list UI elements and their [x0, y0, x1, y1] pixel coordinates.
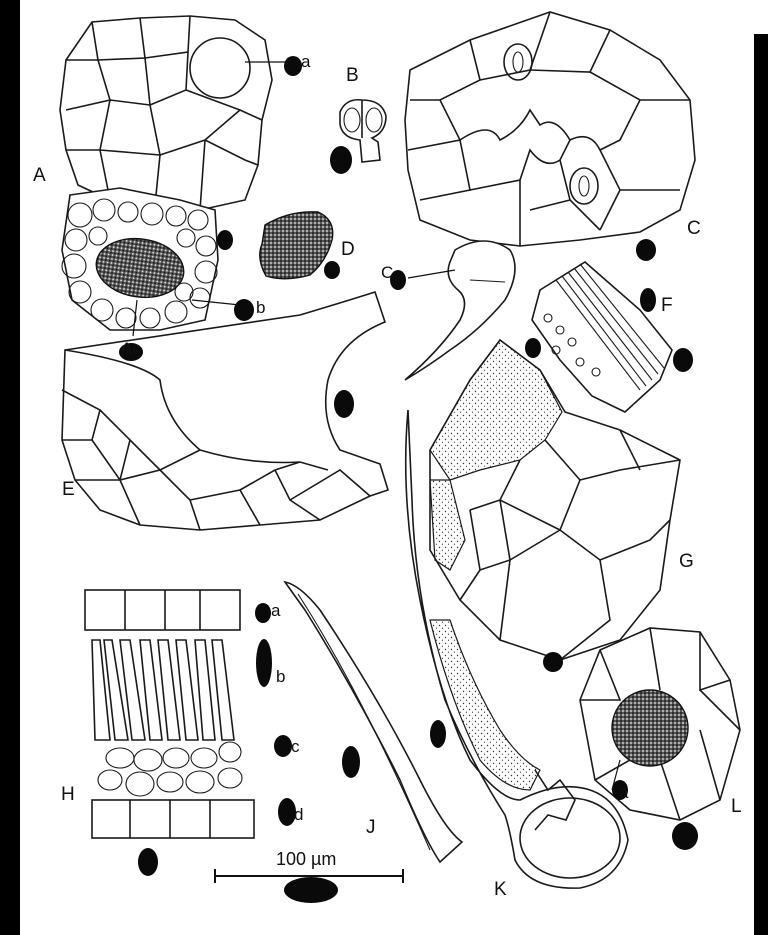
panel-label-b: B	[346, 65, 359, 86]
panel-h-drawing	[84, 589, 255, 839]
panel-label-k: K	[494, 879, 507, 900]
panel-label-f: F	[661, 295, 673, 316]
panel-label-g: G	[679, 551, 694, 572]
panel-g-drawing	[429, 338, 681, 661]
panel-label-c: C	[687, 218, 701, 239]
panel-d-drawing	[259, 211, 334, 280]
sublabel-ac: Ac	[121, 339, 141, 358]
panel-label-a: A	[33, 165, 46, 186]
scale-bar	[214, 869, 404, 883]
panel-j-drawing	[283, 580, 464, 864]
panel-k-drawing	[404, 409, 629, 889]
sublabel-aa: a	[301, 52, 311, 71]
panel-label-h: H	[61, 784, 75, 805]
panel-f-drawing	[531, 261, 673, 413]
sublabel-ab: b	[256, 298, 266, 317]
sublabel-hd: d	[294, 805, 304, 824]
panel-e-drawing	[61, 290, 389, 531]
panel-label-j: J	[366, 817, 376, 838]
left-border-strip	[0, 0, 20, 935]
right-border-strip	[754, 34, 768, 935]
panel-label-d: D	[341, 239, 355, 260]
panel-c-drawing	[404, 11, 696, 381]
sublabel-c-hair: C	[381, 263, 394, 282]
panel-label-e: E	[62, 479, 75, 500]
sublabel-hc: c	[291, 737, 300, 756]
panel-l-drawing	[579, 627, 741, 821]
sublabel-la: a	[619, 783, 629, 802]
scale-bar-label: 100 µm	[276, 849, 337, 869]
redaction-marks	[119, 56, 698, 903]
sublabel-hb: b	[276, 667, 286, 686]
panel-a-drawing	[59, 15, 292, 337]
sublabel-ha: a	[271, 601, 281, 620]
panel-label-l: L	[731, 796, 742, 817]
panel-b-drawing	[339, 98, 387, 163]
